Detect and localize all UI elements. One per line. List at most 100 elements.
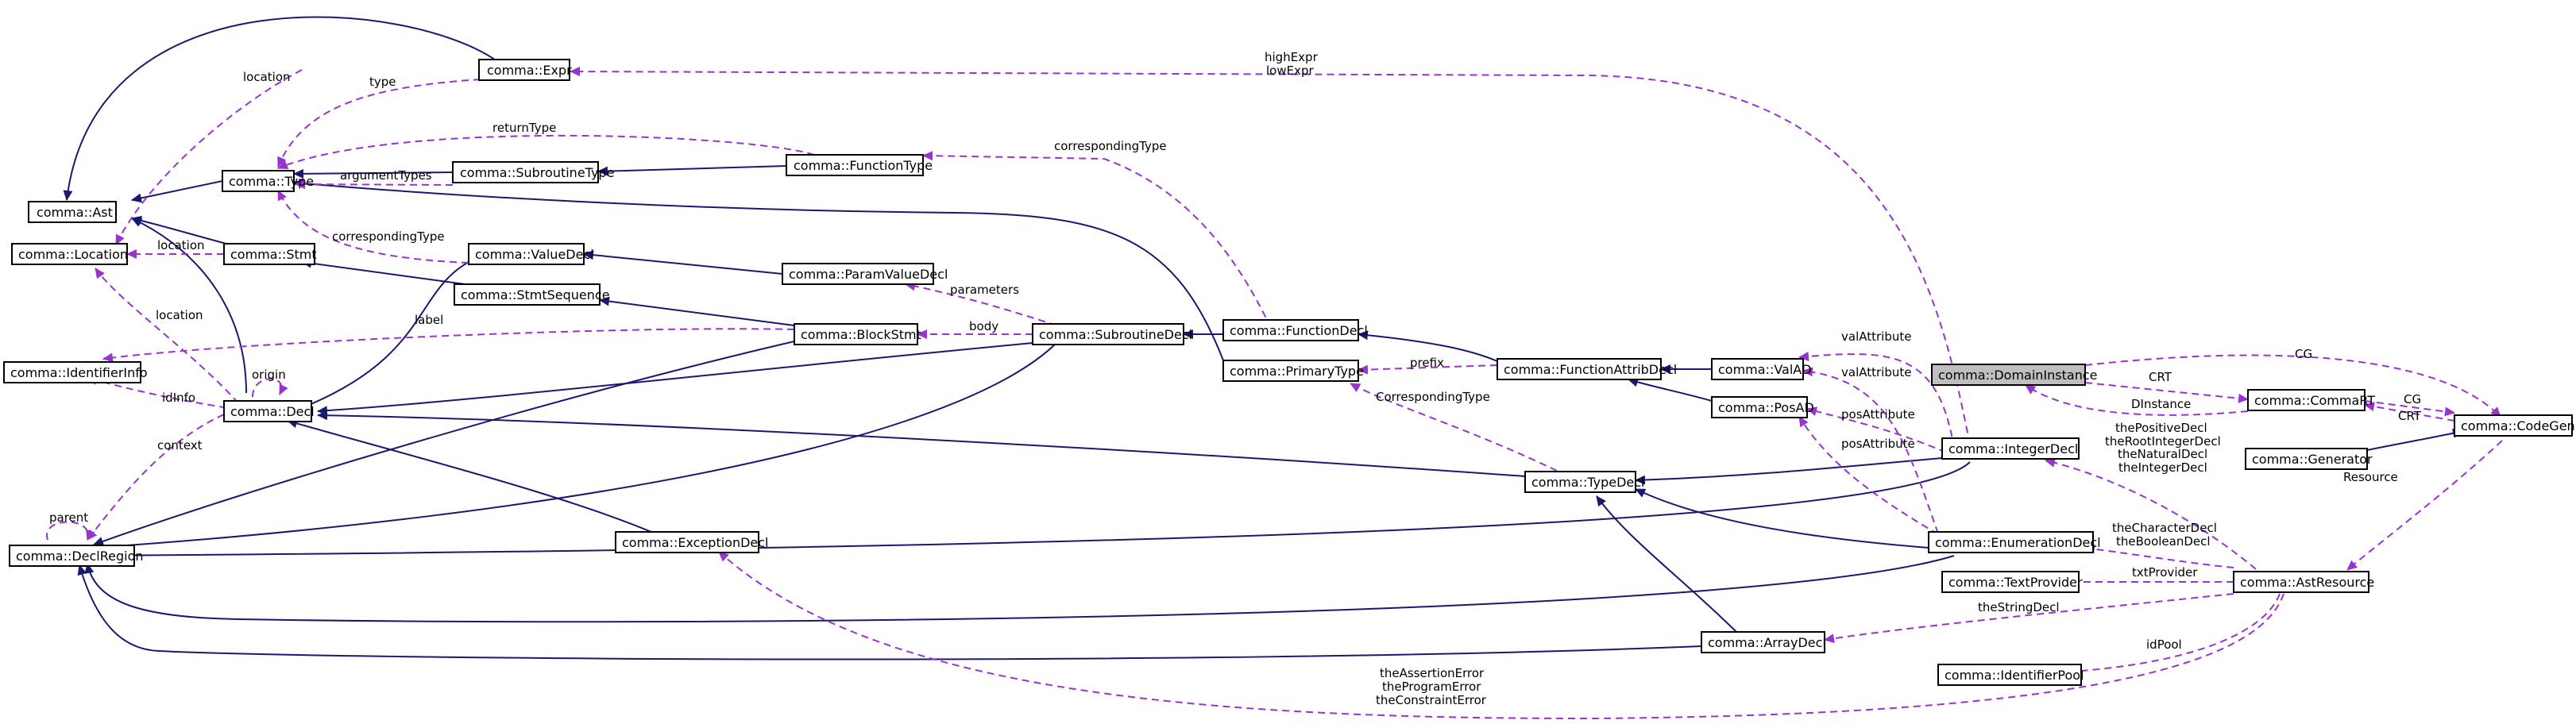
edge-subroutinetype-type (293, 168, 454, 179)
node-comma-blockstmt[interactable]: comma::BlockStmt (794, 323, 921, 345)
node-comma-functiondecl[interactable]: comma::FunctionDecl (1222, 319, 1368, 341)
node-comma-stmt[interactable]: comma::Stmt (223, 243, 317, 265)
label-context: context (157, 438, 203, 452)
node-comma-integerdecl[interactable]: comma::IntegerDecl (1941, 437, 2080, 460)
node-comma-functionattribdecl[interactable]: comma::FunctionAttribDecl (1497, 358, 1677, 380)
svg-text:comma::IdentifierPool: comma::IdentifierPool (1945, 668, 2084, 683)
edge-expr-integerdecl (570, 67, 1971, 445)
node-comma-expr[interactable]: comma::Expr (478, 59, 572, 81)
edge-functionattribdecl-functiondecl (1358, 330, 1498, 362)
edge-thestringdecl (1824, 593, 2234, 644)
label-label: label (415, 313, 443, 327)
node-comma-paramvaluedecl[interactable]: comma::ParamValueDecl (782, 263, 948, 285)
node-comma-stmtsequence[interactable]: comma::StmtSequence (454, 283, 610, 306)
edge-arraydecl-typedecl (1596, 495, 1740, 636)
label-the-constraint-error: theConstraintError (1376, 693, 1487, 707)
label-the-positive-decl: thePositiveDecl (2115, 421, 2207, 435)
node-comma-primarytype[interactable]: comma::PrimaryType (1222, 360, 1364, 382)
edge-parent (46, 521, 95, 541)
label-location-stmt: location (157, 238, 205, 252)
label-body: body (969, 319, 998, 333)
node-comma-subroutinetype[interactable]: comma::SubroutineType (452, 161, 614, 183)
svg-text:comma::FunctionType: comma::FunctionType (794, 158, 933, 173)
label-crt-1: CRT (2149, 370, 2172, 384)
svg-text:comma::SubroutineType: comma::SubroutineType (460, 165, 614, 180)
node-comma-typedecl[interactable]: comma::TypeDecl (1524, 471, 1645, 493)
edge-parameters (905, 281, 1057, 326)
label-corresponding-type-val: correspondingType (332, 229, 445, 244)
edge-correspondingtype-fn (922, 151, 1272, 329)
label-txt-provider: txtProvider (2132, 565, 2198, 580)
node-comma-valuedecl[interactable]: comma::ValueDecl (468, 243, 594, 265)
svg-text:comma::ArrayDecl: comma::ArrayDecl (1708, 635, 1826, 650)
svg-text:comma::Ast: comma::Ast (37, 205, 113, 220)
edge-arraydecl-declregion (77, 564, 1702, 660)
edge-posad-functionattribdecl (1628, 377, 1713, 402)
node-comma-textprovider[interactable]: comma::TextProvider (1941, 571, 2083, 593)
label-pos-attribute-2: posAttribute (1841, 437, 1915, 451)
node-comma-decl[interactable]: comma::Decl (223, 400, 315, 422)
svg-text:comma::AstResource: comma::AstResource (2240, 575, 2374, 590)
node-comma-functiontype[interactable]: comma::FunctionType (786, 154, 933, 176)
edge-enumerationdecl-declregion (84, 555, 1955, 623)
label-resource: Resource (2343, 470, 2398, 484)
node-comma-commart[interactable]: comma::CommaRT (2247, 389, 2375, 411)
label-low-expr: lowExpr (1266, 64, 1314, 78)
svg-text:comma::PrimaryType: comma::PrimaryType (1230, 364, 1364, 379)
edge-location-ast (115, 69, 303, 245)
svg-text:comma::ValueDecl: comma::ValueDecl (475, 247, 594, 262)
node-comma-ast[interactable]: comma::Ast (28, 201, 117, 223)
label-return-type: returnType (492, 121, 556, 135)
node-comma-valad[interactable]: comma::ValAD (1711, 358, 1812, 380)
label-location-decl: location (156, 308, 203, 322)
node-comma-location[interactable]: comma::Location (11, 243, 128, 265)
edge-integerdecl-declregion (93, 461, 1971, 560)
edge-posattribute-1 (1806, 406, 1947, 453)
edge-character-boolean (2084, 544, 2234, 568)
edge-crt-2 (2364, 402, 2455, 422)
svg-text:comma::CodeGen: comma::CodeGen (2461, 418, 2575, 433)
label-corresponding-type-cap: CorrespondingType (1376, 390, 1490, 404)
svg-text:comma::EnumerationDecl: comma::EnumerationDecl (1935, 535, 2101, 550)
nodes: comma::Expr comma::Type comma::Subroutin… (3, 59, 2575, 686)
edge-origin (252, 378, 288, 398)
label-parent: parent (49, 510, 88, 525)
label-crt-2: CRT (2398, 409, 2422, 423)
svg-text:comma::ParamValueDecl: comma::ParamValueDecl (789, 267, 948, 282)
node-comma-enumerationdecl[interactable]: comma::EnumerationDecl (1928, 531, 2101, 553)
edge-generator-codegen (2366, 429, 2463, 451)
edge-integerdecl-typedecl (1635, 457, 1943, 485)
node-comma-identifierpool[interactable]: comma::IdentifierPool (1937, 664, 2084, 686)
label-cg-1: CG (2295, 347, 2312, 361)
node-comma-posad[interactable]: comma::PosAD (1711, 396, 1814, 418)
svg-text:comma::CommaRT: comma::CommaRT (2254, 393, 2375, 408)
node-comma-identifierinfo[interactable]: comma::IdentifierInfo (3, 361, 148, 383)
node-comma-domaininstance[interactable]: comma::DomainInstance (1931, 364, 2097, 386)
svg-text:comma::StmtSequence: comma::StmtSequence (461, 287, 610, 302)
label-high-expr: highExpr (1265, 50, 1319, 64)
node-comma-subroutinedecl[interactable]: comma::SubroutineDecl (1032, 323, 1192, 345)
node-comma-astresource[interactable]: comma::AstResource (2233, 571, 2374, 593)
edge-context (87, 414, 225, 541)
label-val-attribute-1: valAttribute (1841, 329, 1911, 344)
node-comma-type[interactable]: comma::Type (222, 170, 314, 192)
node-comma-arraydecl[interactable]: comma::ArrayDecl (1701, 631, 1826, 653)
svg-text:comma::Stmt: comma::Stmt (230, 247, 317, 262)
node-comma-generator[interactable]: comma::Generator (2245, 448, 2373, 470)
label-id-pool: idPool (2146, 637, 2182, 652)
svg-text:comma::Location: comma::Location (18, 247, 128, 262)
edge-blockstmt-declregion (93, 341, 795, 546)
svg-text:comma::ValAD: comma::ValAD (1718, 362, 1812, 377)
svg-text:comma::PosAD: comma::PosAD (1718, 400, 1814, 415)
node-comma-exceptiondecl[interactable]: comma::ExceptionDecl (615, 531, 769, 553)
edge-valuedecl-decl (299, 261, 469, 410)
edge-typedecl-decl (317, 410, 1526, 477)
svg-text:comma::Expr: comma::Expr (487, 63, 572, 78)
node-comma-declregion[interactable]: comma::DeclRegion (9, 545, 144, 567)
edge-cg-2 (2364, 400, 2455, 417)
edge-blockstmt-stmtsequence (599, 296, 795, 326)
node-comma-codegen[interactable]: comma::CodeGen (2454, 414, 2575, 437)
edge-posattribute-2 (1798, 416, 1939, 535)
edge-location-decl (95, 268, 239, 404)
